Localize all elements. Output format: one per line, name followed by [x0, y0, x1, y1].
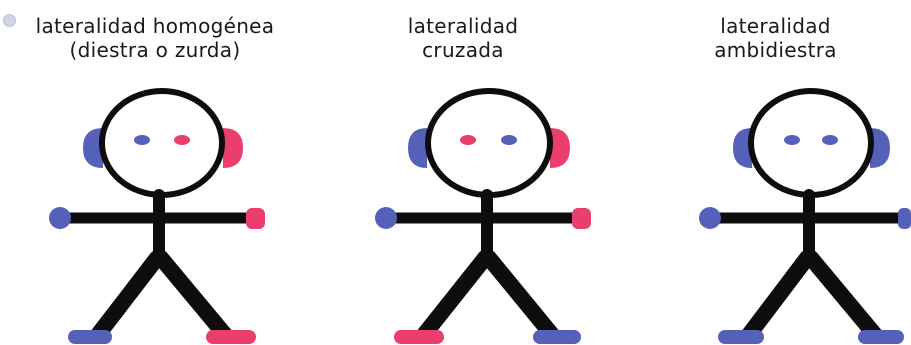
- panel-homogenea: lateralidad homogénea (diestra o zurda): [0, 0, 310, 345]
- panel-ambidiestra: lateralidad ambidiestra: [640, 0, 911, 345]
- left-foot: [394, 330, 444, 344]
- title-line-2: (diestra o zurda): [69, 38, 241, 62]
- right-ear: [550, 128, 570, 168]
- right-leg: [803, 250, 884, 344]
- right-ear: [870, 128, 890, 168]
- left-hand: [699, 207, 721, 229]
- left-leg: [415, 250, 493, 344]
- panel-cruzada: lateralidad cruzada: [318, 0, 608, 345]
- left-foot: [718, 330, 764, 344]
- panel-title: lateralidad homogénea (diestra o zurda): [0, 14, 310, 62]
- left-ear: [733, 128, 752, 168]
- stick-figure: [375, 88, 591, 344]
- title-line-2: ambidiestra: [714, 38, 837, 62]
- title-line-1: lateralidad: [720, 14, 831, 38]
- title-line-2: cruzada: [422, 38, 504, 62]
- left-hand: [49, 207, 71, 229]
- head: [99, 88, 225, 198]
- right-eye: [822, 135, 838, 145]
- left-leg: [89, 250, 165, 344]
- right-eye: [501, 135, 517, 145]
- left-ear: [408, 128, 427, 168]
- left-hand: [375, 207, 397, 229]
- right-ear: [223, 128, 243, 168]
- head: [748, 88, 874, 198]
- panel-title: lateralidad cruzada: [318, 14, 608, 62]
- title-line-1: lateralidad homogénea: [35, 14, 275, 38]
- right-foot: [858, 330, 904, 344]
- stick-figure: [699, 88, 911, 344]
- left-eye: [460, 135, 476, 145]
- right-foot: [206, 330, 256, 344]
- left-ear: [83, 128, 103, 168]
- right-eye: [174, 135, 190, 145]
- title-line-1: lateralidad: [407, 14, 519, 38]
- right-hand: [246, 208, 265, 229]
- left-eye: [784, 135, 800, 145]
- head: [425, 88, 553, 198]
- right-leg: [153, 250, 234, 344]
- stick-figure: [49, 88, 265, 344]
- right-foot: [533, 330, 581, 344]
- right-hand: [572, 208, 591, 229]
- left-foot: [68, 330, 112, 344]
- right-hand: [898, 208, 911, 229]
- left-leg: [740, 250, 815, 344]
- left-eye: [134, 135, 150, 145]
- right-leg: [481, 250, 561, 344]
- watermark-dot-icon: [3, 14, 16, 27]
- panel-title: lateralidad ambidiestra: [640, 14, 911, 62]
